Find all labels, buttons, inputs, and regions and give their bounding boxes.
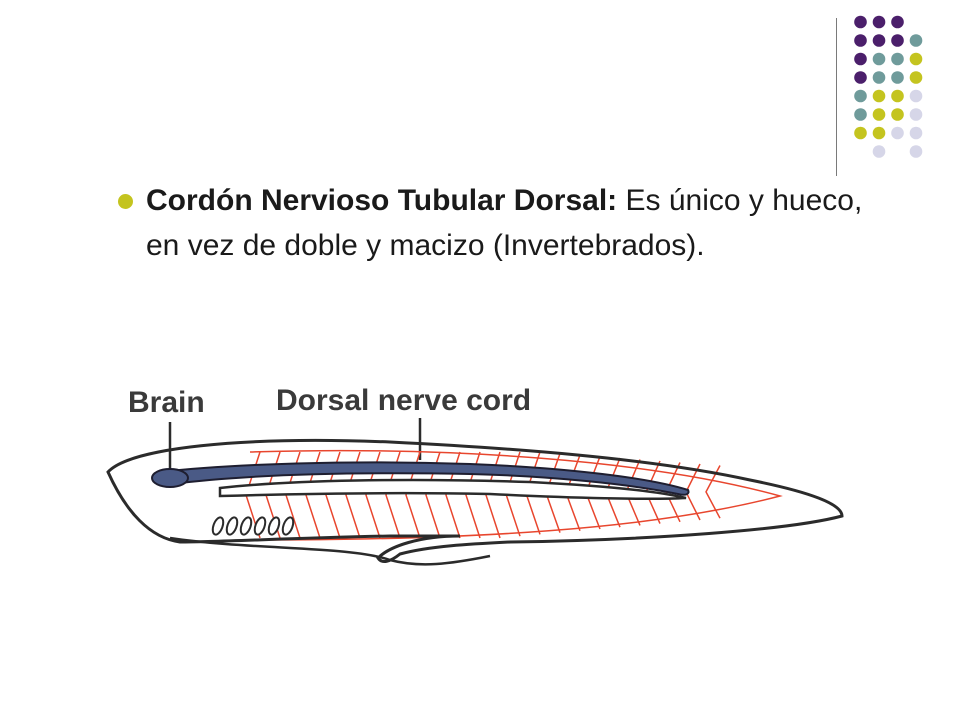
brain-shape	[151, 468, 189, 488]
decorative-dot	[872, 145, 886, 158]
bullet-text: Cordón Nervioso Tubular Dorsal: Es único…	[146, 178, 898, 268]
gill-slit	[211, 516, 225, 536]
gill-slit	[253, 516, 267, 536]
gut-outline	[169, 536, 491, 566]
decorative-dot	[872, 15, 886, 29]
decorative-dot	[872, 108, 886, 121]
decorative-dot	[872, 71, 886, 84]
decorative-dot	[891, 126, 904, 140]
decorative-dot	[854, 108, 867, 121]
decorative-dot	[909, 89, 923, 103]
decorative-dot	[854, 15, 867, 29]
bullet-term: Cordón Nervioso Tubular Dorsal:	[146, 184, 618, 217]
body-outline	[106, 438, 844, 563]
decorative-dot	[872, 126, 886, 140]
decorative-dot	[891, 108, 904, 121]
decorative-dot-grid	[854, 15, 923, 158]
decorative-dot	[854, 126, 867, 140]
decorative-dot	[891, 71, 904, 84]
decorative-dot	[909, 34, 923, 47]
decorative-dot	[854, 52, 867, 66]
bullet-description: Es único y hueco, en vez de doble y maci…	[146, 184, 863, 262]
dorsal-nerve-cord	[154, 461, 690, 496]
decorative-dot	[909, 71, 923, 84]
decorative-dot	[909, 145, 923, 158]
decorative-dot	[872, 34, 886, 47]
decorative-dot	[909, 126, 923, 140]
decorative-dot	[854, 34, 867, 47]
gill-slit	[267, 516, 281, 536]
vertical-divider	[836, 18, 837, 176]
decorative-dot	[891, 89, 904, 103]
decorative-dot	[891, 15, 904, 29]
decorative-dot	[854, 71, 867, 84]
decorative-dot	[909, 52, 923, 66]
label-brain: Brain	[128, 386, 205, 419]
chordate-nerve-cord-diagram: Brain Dorsal nerve cord	[106, 384, 844, 566]
bullet-item: Cordón Nervioso Tubular Dorsal: Es único…	[118, 178, 898, 268]
decorative-dot	[891, 34, 904, 47]
gill-slit	[239, 516, 253, 536]
gill-slit	[281, 516, 295, 536]
decorative-dot	[854, 89, 867, 103]
notochord	[218, 478, 687, 501]
decorative-dot	[909, 108, 923, 121]
decorative-dot	[891, 52, 904, 66]
gill-slits	[211, 516, 295, 536]
bullet-dot-icon	[118, 194, 133, 209]
label-dorsal-nerve-cord: Dorsal nerve cord	[276, 384, 531, 417]
decorative-dot	[872, 89, 886, 103]
decorative-dot	[872, 52, 886, 66]
gill-slit	[225, 516, 239, 536]
